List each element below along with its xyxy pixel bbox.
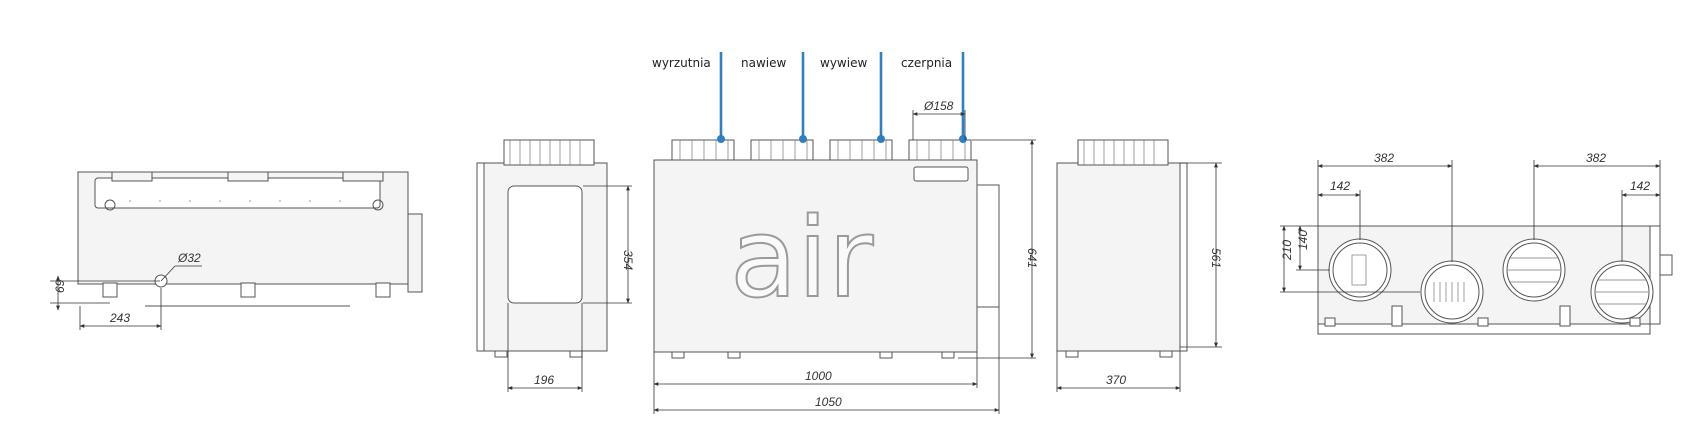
dim-140: 140 — [1296, 230, 1310, 250]
view-side-panel: 354 196 — [476, 139, 635, 392]
view-right-side: 561 370 — [1056, 139, 1223, 392]
dim-69: 69 — [53, 279, 67, 293]
dim-561: 561 — [1209, 248, 1223, 268]
dim-382-left: 382 — [1374, 151, 1394, 165]
label-czerpnia: czerpnia — [901, 56, 952, 70]
dim-354: 354 — [621, 250, 635, 270]
dim-641: 641 — [1025, 248, 1039, 268]
view-top-ducts: 382 142 382 142 140 210 — [1280, 151, 1673, 335]
dim-243: 243 — [109, 311, 130, 325]
label-wywiew: wywiew — [820, 56, 867, 70]
dim-210: 210 — [1280, 240, 1294, 261]
dim-382-right: 382 — [1586, 151, 1606, 165]
dim-370: 370 — [1106, 373, 1126, 387]
label-nawiew: nawiew — [741, 56, 786, 70]
dim-1050: 1050 — [815, 395, 842, 409]
dim-1000: 1000 — [805, 369, 832, 383]
dim-d32: Ø32 — [177, 251, 201, 265]
dim-142-right: 142 — [1630, 179, 1650, 193]
dim-d158: Ø158 — [923, 99, 954, 113]
view-front: air wyrzutnia nawiew wywiew czerpnia Ø15… — [652, 52, 1039, 414]
dim-142-left: 142 — [1330, 179, 1350, 193]
label-wyrzutnia: wyrzutnia — [652, 56, 711, 70]
logo-text: air — [730, 194, 874, 322]
dim-196: 196 — [534, 373, 554, 387]
view-left-side: Ø32 69 243 — [50, 171, 423, 330]
